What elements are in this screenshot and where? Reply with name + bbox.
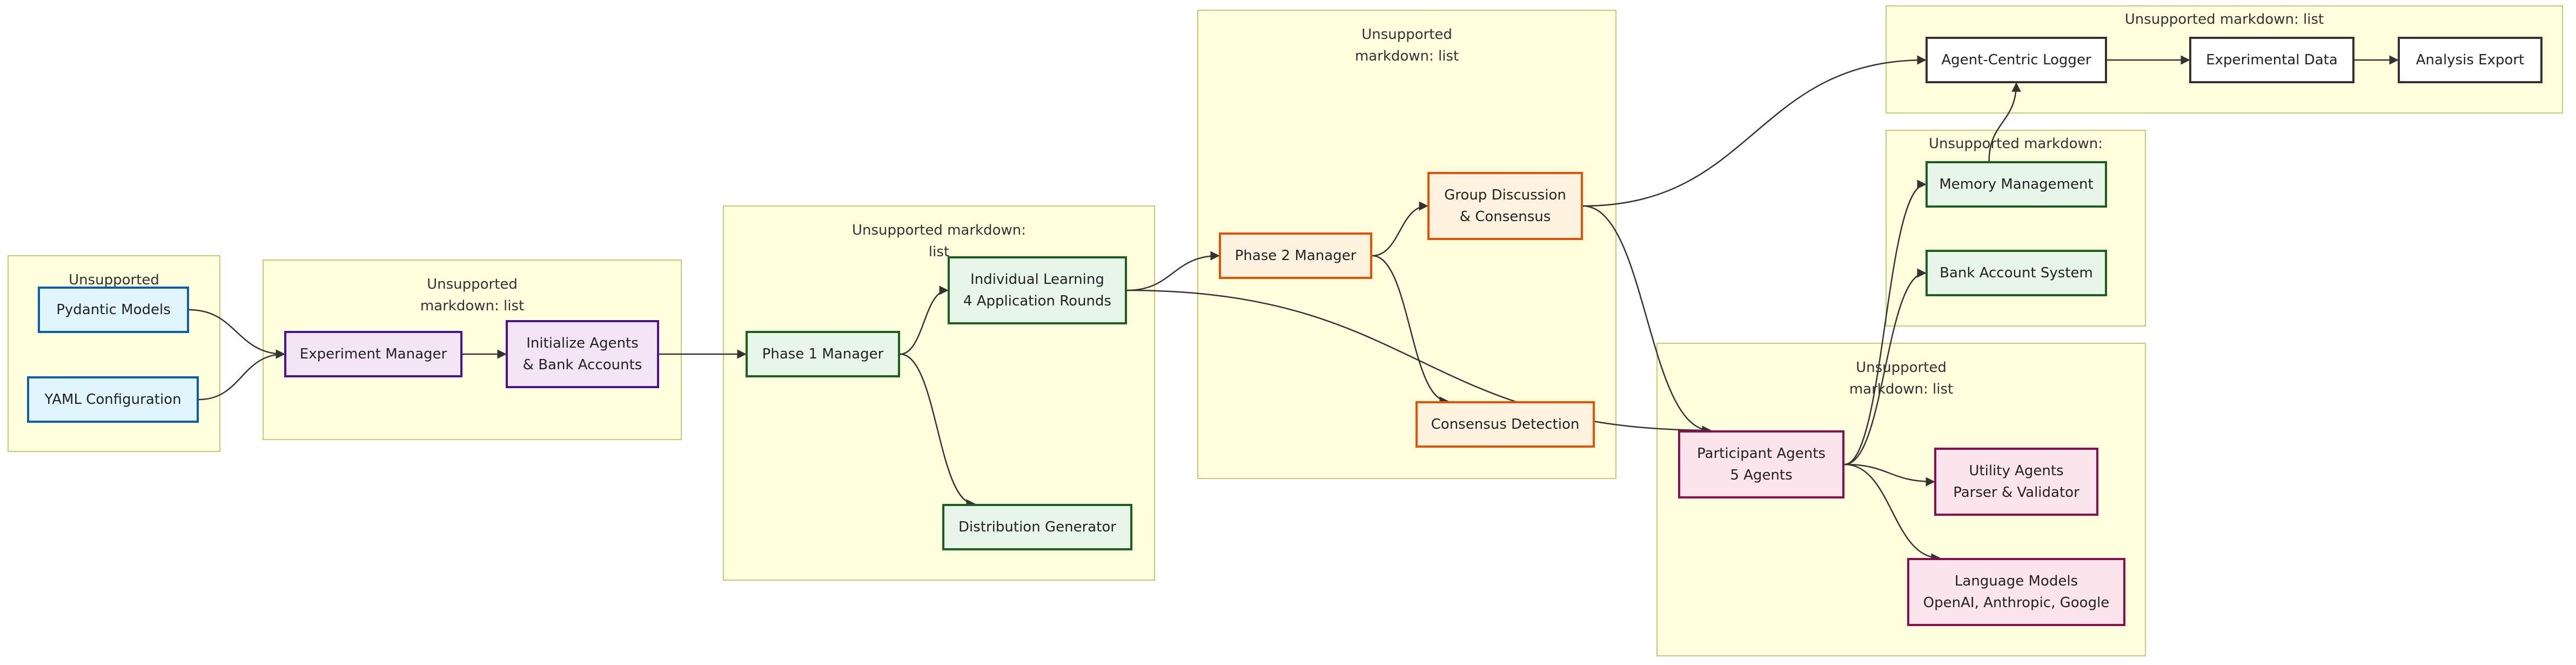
edge-phase1_manager-to-individual_learning — [900, 285, 949, 355]
edge-group_discussion-to-participant_agents — [1582, 205, 1712, 435]
node-label: Experiment Manager — [299, 346, 447, 362]
cluster-storage-label: Unsupported markdown: list — [1928, 136, 2103, 152]
node-label-line1: Language Models — [1954, 573, 2078, 589]
cluster-logging-label: Unsupported markdown: list — [2124, 11, 2324, 28]
cluster-core-label: Unsupported markdown: list — [420, 276, 525, 314]
distribution-generator-node[interactable]: Distribution Generator — [942, 504, 1132, 550]
node-label: Phase 2 Manager — [1235, 248, 1357, 264]
edge-individual_learning-to-phase2_manager — [1126, 251, 1220, 291]
group-discussion-node[interactable]: Group Discussion & Consensus — [1427, 172, 1583, 240]
yaml-configuration-node[interactable]: YAML Configuration — [27, 376, 199, 423]
analysis-export-node[interactable]: Analysis Export — [2398, 37, 2543, 83]
agent-centric-logger-node[interactable]: Agent-Centric Logger — [1926, 37, 2107, 83]
node-label-line2: 5 Agents — [1730, 467, 1793, 483]
cluster-agents-label: Unsupported markdown: list — [1849, 360, 1954, 397]
language-models-node[interactable]: Language Models OpenAI, Anthropic, Googl… — [1907, 558, 2125, 626]
node-label-line1: Group Discussion — [1444, 187, 1566, 203]
cluster-phase1-label: Unsupported markdown: list — [851, 222, 1027, 260]
experimental-data-node[interactable]: Experimental Data — [2189, 37, 2354, 83]
edge-phase2_manager-to-group_discussion — [1372, 201, 1428, 257]
node-label: YAML Configuration — [44, 391, 182, 408]
edge-participant_agents-to-utility_agents — [1844, 463, 1935, 487]
bank-account-system-node[interactable]: Bank Account System — [1926, 250, 2107, 296]
edge-phase2_manager-to-consensus_detection — [1372, 255, 1449, 406]
pydantic-models-node[interactable]: Pydantic Models — [38, 287, 189, 333]
experiment-manager-node[interactable]: Experiment Manager — [284, 331, 462, 377]
node-label: Agent-Centric Logger — [1941, 52, 2091, 68]
edge-yaml-to-experiment_manager — [198, 349, 285, 401]
utility-agents-node[interactable]: Utility Agents Parser & Validator — [1934, 448, 2098, 516]
node-label: Consensus Detection — [1431, 416, 1580, 433]
node-label: Analysis Export — [2416, 52, 2525, 68]
node-label-line2: Parser & Validator — [1953, 484, 2079, 501]
initialize-agents-node[interactable]: Initialize Agents & Bank Accounts — [506, 320, 659, 388]
phase1-manager-node[interactable]: Phase 1 Manager — [746, 331, 900, 377]
node-label-line1: Initialize Agents — [526, 335, 639, 351]
edge-participant_agents-to-memory_management — [1844, 179, 1927, 466]
node-label-line2: & Consensus — [1459, 209, 1551, 225]
node-label-line2: 4 Application Rounds — [963, 293, 1112, 309]
memory-management-node[interactable]: Memory Management — [1926, 161, 2107, 208]
edge-pydantic-to-experiment_manager — [189, 309, 285, 359]
node-label: Pydantic Models — [56, 302, 171, 318]
phase2-manager-node[interactable]: Phase 2 Manager — [1219, 232, 1372, 279]
node-label-line1: Participant Agents — [1697, 445, 1826, 462]
edge-participant_agents-to-bank_account — [1844, 268, 1927, 466]
node-label-line2: OpenAI, Anthropic, Google — [1923, 595, 2110, 611]
node-label: Experimental Data — [2206, 52, 2338, 68]
node-label-line1: Utility Agents — [1969, 463, 2064, 479]
node-label: Memory Management — [1939, 176, 2094, 192]
node-label: Phase 1 Manager — [762, 346, 884, 362]
edge-phase1_manager-to-distribution_generator — [900, 353, 976, 509]
edge-participant_agents-to-language_models — [1844, 463, 1941, 563]
node-label-line1: Individual Learning — [970, 271, 1104, 288]
node-label: Bank Account System — [1940, 265, 2093, 281]
node-label-line2: & Bank Accounts — [522, 357, 642, 373]
edge-group_discussion-to-logger — [1582, 55, 1927, 207]
consensus-detection-node[interactable]: Consensus Detection — [1416, 401, 1595, 448]
node-label: Distribution Generator — [958, 519, 1116, 535]
edge-memory_management-to-logger — [1988, 82, 2021, 162]
cluster-phase2-label: Unsupported markdown: list — [1354, 26, 1459, 64]
individual-learning-node[interactable]: Individual Learning 4 Application Rounds — [948, 256, 1127, 324]
participant-agents-node[interactable]: Participant Agents 5 Agents — [1678, 430, 1844, 498]
